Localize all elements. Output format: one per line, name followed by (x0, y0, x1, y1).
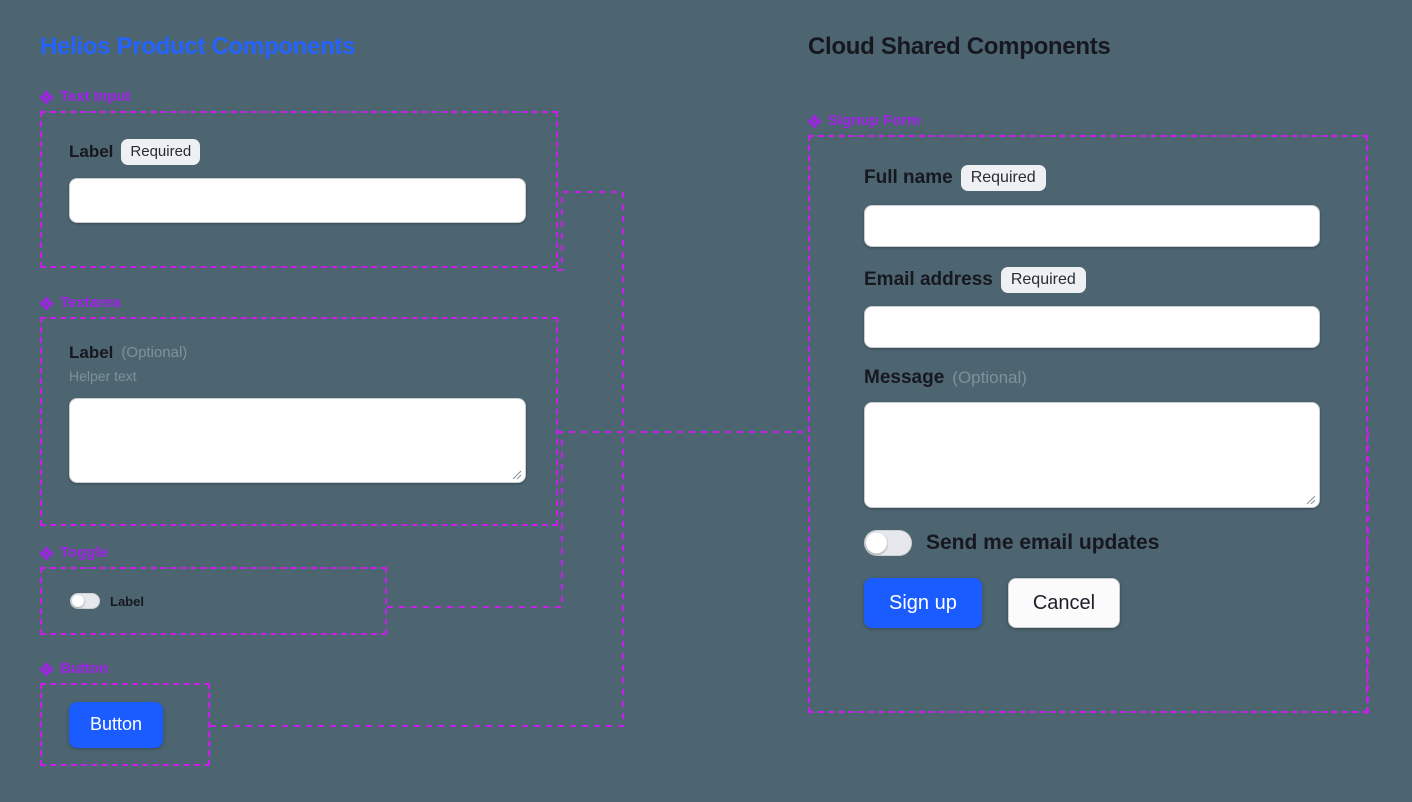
wire-text-input (557, 191, 624, 432)
text-input-label: Label (69, 142, 114, 161)
text-input-frame: Label Required (40, 111, 558, 268)
textarea-helper-text: Helper text (69, 368, 137, 384)
toggle-knob (866, 532, 887, 554)
section-label-button: Button (40, 661, 210, 677)
section-label-text: Signup Form (828, 112, 921, 129)
text-input-field[interactable] (69, 178, 526, 223)
sign-up-button[interactable]: Sign up (864, 578, 982, 628)
required-badge: Required (1000, 267, 1086, 293)
required-badge: Required (121, 139, 201, 165)
email-updates-switch[interactable] (864, 530, 912, 556)
section-label-text: Textarea (60, 294, 121, 311)
message-textarea[interactable] (864, 402, 1320, 508)
section-label-text: Button (60, 660, 109, 677)
full-name-label: Full name (864, 167, 953, 188)
diamond-component-icon (808, 114, 821, 128)
diamond-component-icon (40, 296, 53, 310)
section-label-text: Toggle (60, 544, 109, 561)
email-label: Email address (864, 269, 993, 290)
section-toggle: Toggle Label (40, 545, 387, 635)
message-label-row: Message (Optional) (864, 368, 1320, 388)
toggle-knob (72, 595, 84, 607)
textarea-field[interactable] (69, 398, 526, 483)
message-wrapper (864, 402, 1320, 508)
demo-button[interactable]: Button (69, 701, 164, 748)
textarea-label-row: Label (Optional) (69, 343, 526, 363)
toggle-label: Label (110, 593, 144, 609)
message-label: Message (864, 367, 945, 388)
signup-actions: Sign up Cancel (864, 578, 1320, 628)
required-badge: Required (960, 165, 1046, 191)
email-updates-toggle-row[interactable]: Send me email updates (864, 530, 1320, 556)
textarea-frame: Label (Optional) Helper text (40, 317, 558, 526)
section-label-signup-form: Signup Form (808, 113, 1368, 129)
section-signup-form: Signup Form Full name Required Email add… (808, 113, 1368, 713)
page-title-right: Cloud Shared Components (808, 33, 1111, 60)
email-label-row: Email address Required (864, 267, 1320, 293)
textarea-wrapper (69, 398, 526, 483)
page-title-left: Helios Product Components (40, 33, 356, 60)
diamond-component-icon (40, 90, 53, 104)
section-textarea: Textarea Label (Optional) Helper text (40, 295, 558, 526)
signup-form-frame: Full name Required Email address Require… (808, 135, 1368, 713)
email-updates-label: Send me email updates (926, 531, 1160, 554)
section-label-toggle: Toggle (40, 545, 387, 561)
toggle-frame: Label (40, 567, 387, 635)
textarea-label: Label (69, 343, 114, 362)
section-label-textarea: Textarea (40, 295, 558, 311)
section-label-text-input: Text Input (40, 89, 558, 105)
optional-note: (Optional) (121, 344, 188, 361)
full-name-input[interactable] (864, 205, 1320, 247)
toggle-switch[interactable] (70, 593, 100, 609)
full-name-label-row: Full name Required (864, 165, 1320, 191)
cancel-button[interactable]: Cancel (1007, 578, 1121, 628)
section-button: Button Button (40, 661, 210, 766)
button-frame: Button (40, 683, 210, 766)
diamond-component-icon (40, 662, 53, 676)
email-input[interactable] (864, 306, 1320, 348)
optional-note: (Optional) (952, 368, 1027, 387)
section-label-text: Text Input (60, 88, 131, 105)
diamond-component-icon (40, 546, 53, 560)
text-input-label-row: Label Required (69, 139, 526, 165)
section-text-input: Text Input Label Required (40, 89, 558, 268)
toggle-row[interactable]: Label (70, 593, 144, 609)
